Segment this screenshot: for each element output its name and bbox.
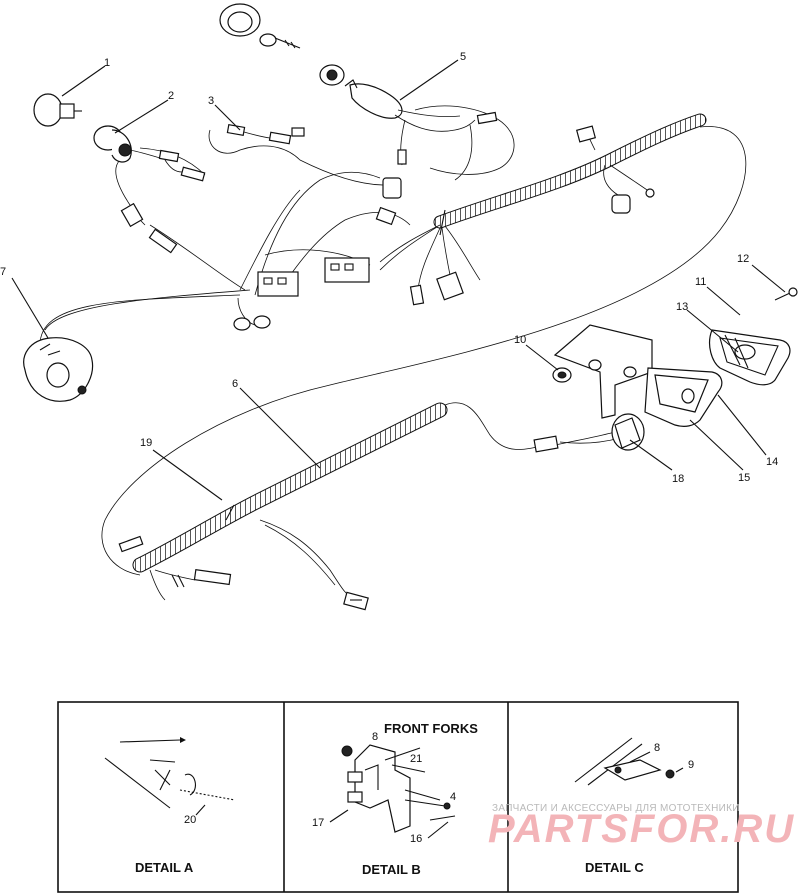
callout-15: 15 [738, 472, 750, 484]
detail-b-callout-4: 4 [450, 791, 456, 803]
detail-b-heading: FRONT FORKS [384, 721, 478, 736]
callout-13: 13 [676, 301, 688, 313]
connector-leads-part-3 [226, 123, 305, 145]
socket-part-2 [93, 125, 206, 254]
callout-3: 3 [208, 95, 214, 107]
callout-5: 5 [460, 51, 466, 63]
detail-b-callout-16: 16 [410, 833, 422, 845]
central-connectors [233, 125, 655, 331]
watermark-brand: PARTSFOR.RU [488, 807, 795, 851]
detail-c: 8 9 DETAIL C [574, 737, 694, 875]
detail-b-callout-21: 21 [410, 753, 422, 765]
detail-c-callout-9: 9 [688, 759, 694, 771]
detail-c-title: DETAIL C [585, 860, 644, 875]
key-switch-part-5 [219, 3, 498, 165]
callout-labels: 1 2 3 5 6 7 10 11 12 13 14 15 18 19 [0, 51, 778, 485]
detail-b-title: DETAIL B [362, 862, 421, 877]
callout-10: 10 [514, 334, 526, 346]
detail-b-callout-8: 8 [372, 731, 378, 743]
callout-19: 19 [140, 437, 152, 449]
upper-corrugated-harness [379, 113, 707, 291]
callout-6: 6 [232, 378, 238, 390]
callout-18: 18 [672, 473, 684, 485]
detail-a-callout-20: 20 [184, 814, 196, 826]
callout-2: 2 [168, 90, 174, 102]
detail-panels: 20 DETAIL A FRONT FORKS 8 21 4 17 16 DET… [57, 701, 739, 893]
callout-7: 7 [0, 266, 6, 278]
detail-a: 20 DETAIL A [104, 737, 236, 875]
tail-light-assembly [533, 287, 798, 453]
bulb-part-1 [33, 93, 82, 127]
callout-1: 1 [104, 57, 110, 69]
callout-14: 14 [766, 456, 778, 468]
detail-a-title: DETAIL A [135, 860, 194, 875]
watermark: ЗАПЧАСТИ И АКСЕССУАРЫ ДЛЯ МОТОТЕХНИКИ PA… [488, 803, 795, 851]
callout-11: 11 [695, 276, 706, 288]
detail-b: FRONT FORKS 8 21 4 17 16 DETAIL B [312, 721, 478, 877]
watermark-caption: ЗАПЧАСТИ И АКСЕССУАРЫ ДЛЯ МОТОТЕХНИКИ [492, 803, 740, 814]
lower-corrugated-harness [118, 402, 448, 611]
detail-b-callout-17: 17 [312, 817, 324, 829]
leader-lines [11, 59, 786, 501]
handlebar-switch-part-7 [23, 337, 94, 402]
detail-c-callout-8: 8 [654, 742, 660, 754]
callout-12: 12 [737, 253, 749, 265]
